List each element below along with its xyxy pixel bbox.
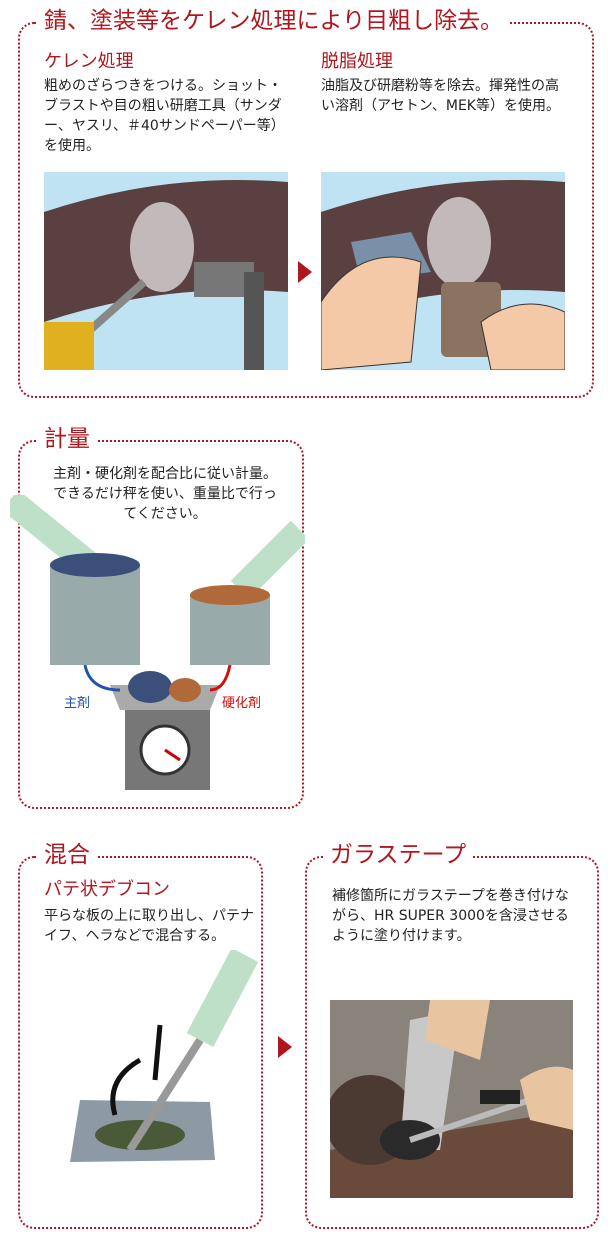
section-measure-title: 計量 xyxy=(38,424,96,454)
mixing-illustration xyxy=(70,950,259,1162)
text-mixing: 平らな板の上に取り出し、パテナイフ、ヘラなどで混合する。 xyxy=(44,908,254,944)
glass-tape-photo xyxy=(330,1000,573,1198)
section-glass-tape-title: ガラステープ xyxy=(324,840,473,870)
section-measure xyxy=(18,440,304,809)
keren-illustration xyxy=(44,172,288,370)
section-mixing xyxy=(18,856,263,1229)
heading-keren: ケレン処理 xyxy=(44,51,134,72)
text-glass-tape: 補修箇所にガラステープを巻き付けながら、HR SUPER 3000を含浸させるよ… xyxy=(332,888,569,944)
text-keren: 粗めのざらつきをつける。ショット・ブラストや目の粗い研磨工具（サンダー、ヤスリ、… xyxy=(44,78,285,154)
measure-illustration xyxy=(10,495,305,790)
section-surface-prep-title: 錆、塗装等をケレン処理により目粗し除去。 xyxy=(38,6,510,36)
label-main-agent: 主剤 xyxy=(64,696,91,711)
degrease-illustration xyxy=(321,172,565,370)
arrow-right-icon xyxy=(298,261,312,283)
text-degrease: 油脂及び研磨粉等を除去。揮発性の高い溶剤（アセトン、MEK等）を使用。 xyxy=(321,78,560,114)
section-mixing-title: 混合 xyxy=(38,840,96,870)
arrow-right-icon xyxy=(278,1036,292,1058)
label-hardener: 硬化剤 xyxy=(222,696,262,711)
heading-degrease: 脱脂処理 xyxy=(321,51,393,72)
heading-putty: パテ状デブコン xyxy=(44,879,170,900)
text-measure: 主剤・硬化剤を配合比に従い計量。できるだけ秤を使い、重量比で行ってください。 xyxy=(53,466,277,522)
